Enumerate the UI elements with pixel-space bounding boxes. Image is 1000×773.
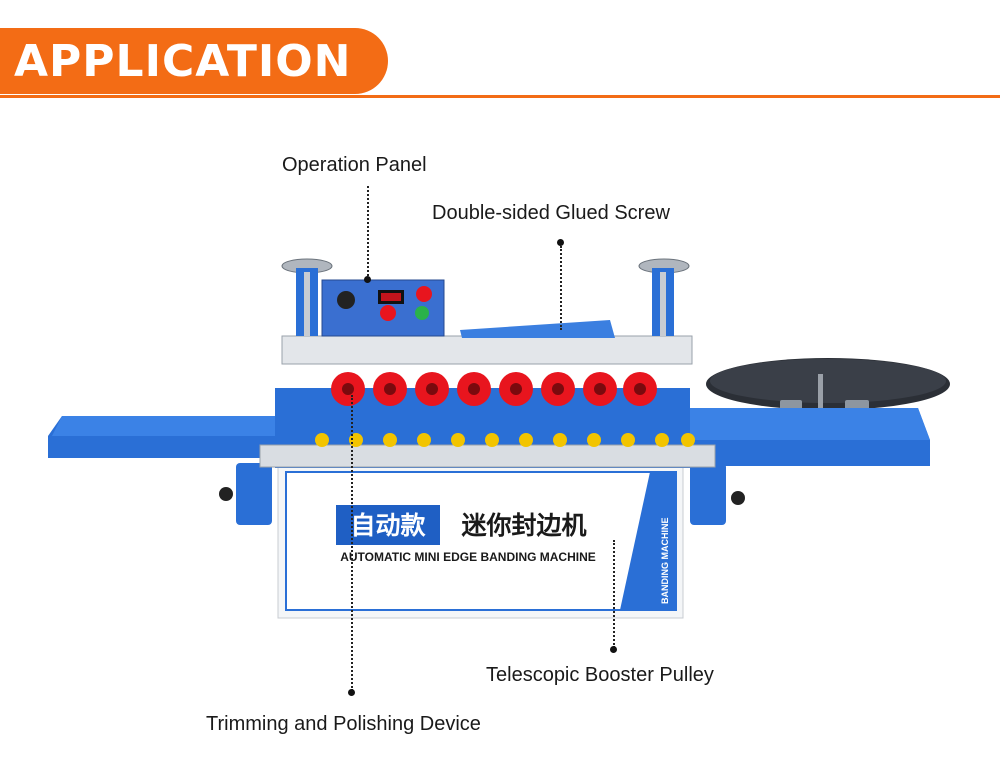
cabinet-label-cn: 迷你封边机 [461,511,586,540]
pressure-rollers [331,372,657,406]
callout-dot-booster-pulley [610,646,617,653]
callout-operation-panel: Operation Panel [282,154,427,176]
callout-dot-operation-panel [364,276,371,283]
callout-leader-operation-panel [367,186,369,276]
callout-glued-screw: Double-sided Glued Screw [432,202,670,224]
control-panel [321,279,445,337]
height-handwheels [281,258,690,336]
cabinet-label-cn-box: 自动款 [350,511,426,540]
callout-booster-pulley: Telescopic Booster Pulley [486,664,714,686]
callout-dot-glued-screw [557,239,564,246]
guide-wheels [315,433,695,447]
cabinet-side-label: BANDING MACHINE [660,518,670,605]
glue-turntable [706,358,950,414]
page-title: APPLICATION [14,36,352,87]
cabinet-label-en: AUTOMATIC MINI EDGE BANDING MACHINE [340,550,596,564]
header-banner [0,28,388,94]
callout-dot-trimming-device [348,689,355,696]
header-divider [0,95,1000,98]
callout-leader-booster-pulley [613,540,615,648]
callout-trimming-device: Trimming and Polishing Device [206,713,481,735]
callout-leader-glued-screw [560,246,562,330]
callout-leader-trimming-device [351,395,353,691]
